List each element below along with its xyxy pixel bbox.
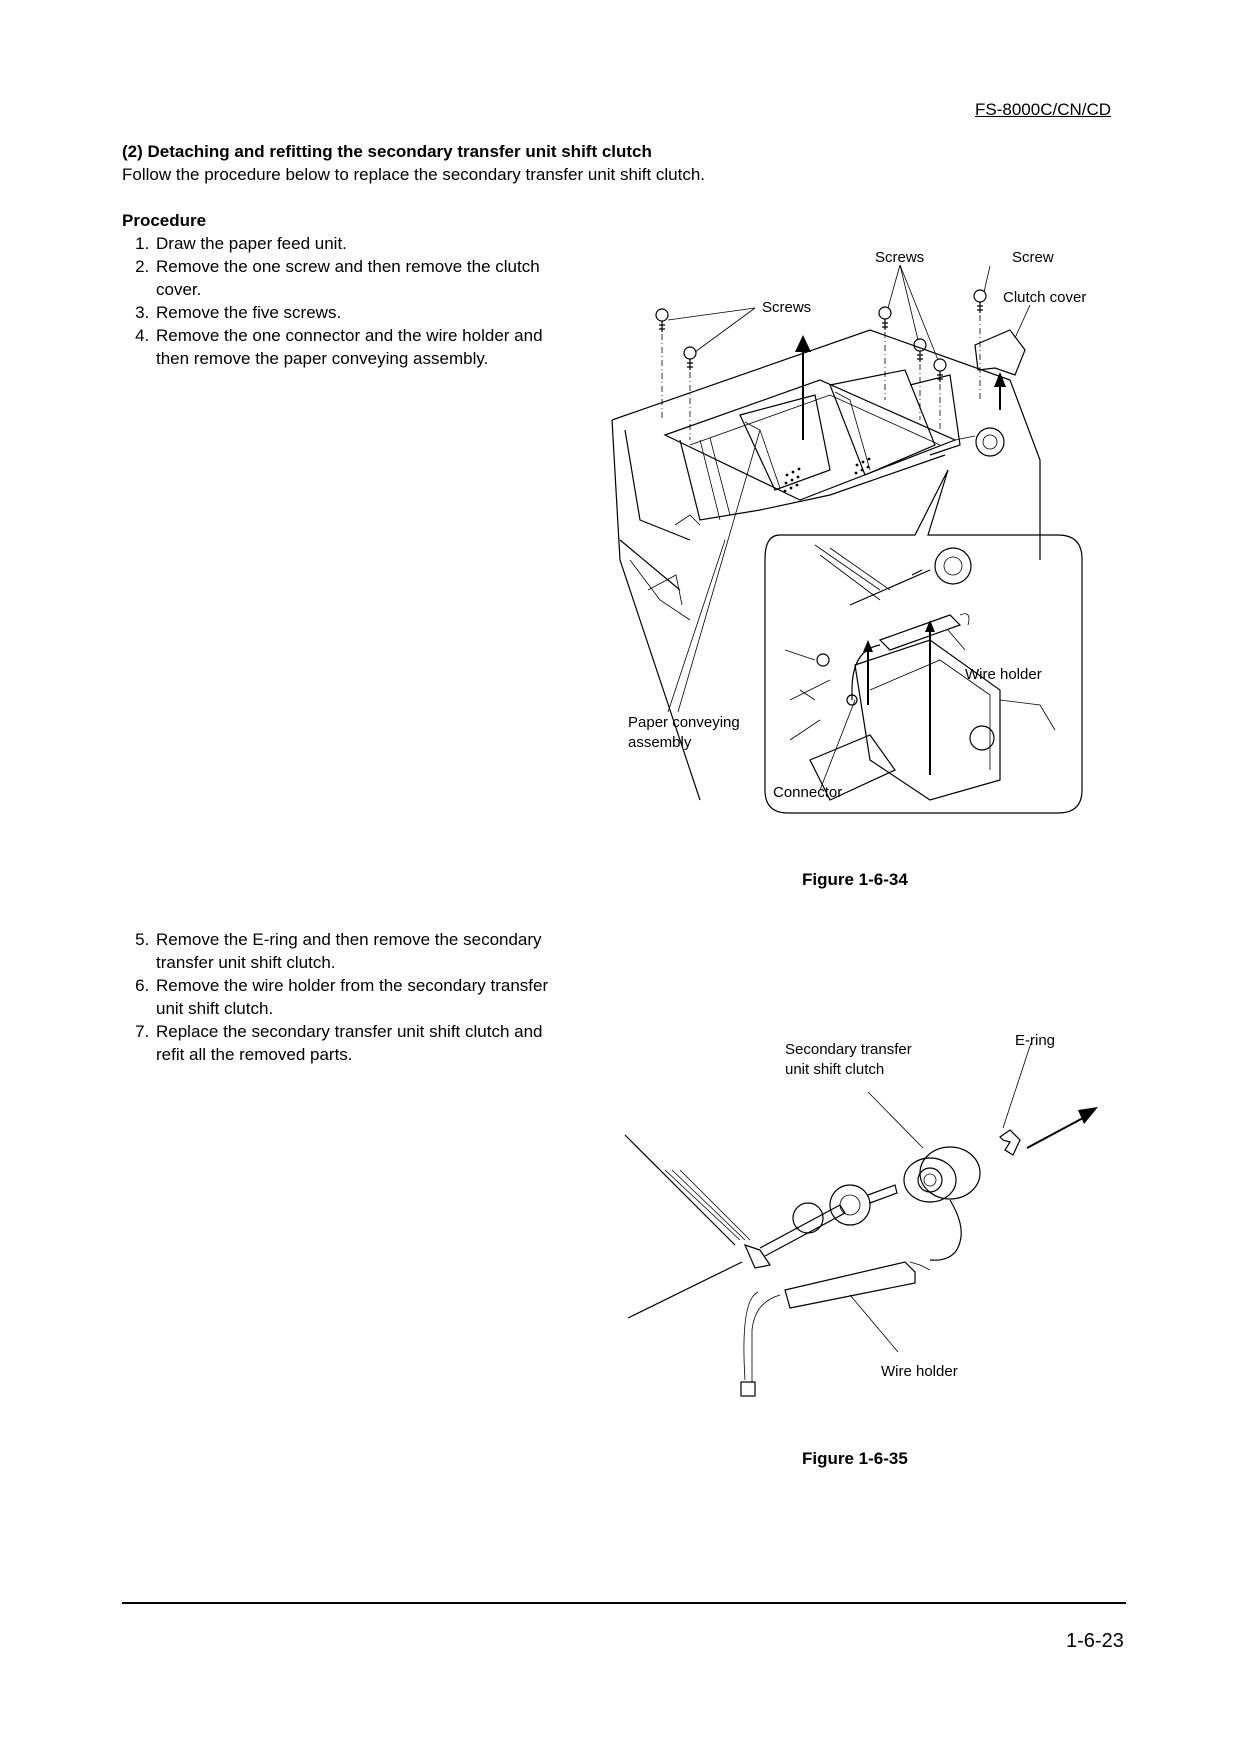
figure-caption: Figure 1-6-34 [802, 870, 908, 889]
clutch-cover-icon [974, 329, 1026, 376]
figure-1-6-35-illustration: Secondary transfer unit shift clutch E-r… [624, 1032, 1098, 1397]
label-screw: Screw [1012, 249, 1054, 266]
procedure-step: Remove the wire holder from the secondar… [154, 974, 574, 1020]
removal-arrows [795, 335, 1006, 440]
label-unit-shift-clutch: unit shift clutch [785, 1061, 884, 1078]
clutch-drawing [903, 1146, 981, 1203]
procedure-step: Remove the one screw and then remove the… [154, 255, 574, 301]
e-ring-icon [999, 1129, 1021, 1156]
page-number: 1-6-23 [1066, 1630, 1124, 1652]
screw-icon [973, 289, 987, 313]
label-wire-holder: Wire holder [881, 1363, 958, 1380]
screw-icon [933, 358, 947, 382]
section-intro: Follow the procedure below to replace th… [122, 165, 706, 184]
leader-lines [667, 264, 1031, 713]
procedure-steps-part-2: Remove the E-ring and then remove the se… [122, 928, 574, 1066]
screw-icon [683, 346, 697, 370]
removal-arrow [1026, 1107, 1098, 1149]
document-model-header: FS-8000C/CN/CD [975, 100, 1112, 119]
paper-feed-unit-drawing [611, 329, 1041, 801]
label-screws-left: Screws [762, 299, 811, 316]
screw-icon [913, 338, 927, 362]
label-secondary-transfer: Secondary transfer [785, 1041, 912, 1058]
figure-caption: Figure 1-6-35 [802, 1449, 908, 1468]
screw-icon [655, 308, 669, 332]
label-e-ring: E-ring [1015, 1032, 1055, 1049]
leader-lines [849, 1042, 1032, 1353]
label-paper-conveying: Paper conveying [628, 714, 740, 731]
wire-holder-drawing [740, 1199, 962, 1397]
procedure-step: Remove the one connector and the wire ho… [154, 324, 574, 370]
detail-drawing [784, 544, 1056, 801]
shaft-assembly-drawing [624, 1134, 898, 1319]
label-wire-holder: Wire holder [965, 666, 1042, 683]
section-title: (2) Detaching and refitting the secondar… [122, 142, 652, 161]
screw-icons [655, 289, 987, 382]
paper-conveying-assembly-drawing [663, 369, 1005, 526]
procedure-step: Remove the five screws. [154, 301, 574, 324]
figure-1-6-34-illustration: Screws Screws Screw Clutch cover Wire ho… [611, 249, 1086, 814]
label-clutch-cover: Clutch cover [1003, 289, 1086, 306]
screw-icon [878, 306, 892, 330]
procedure-step: Remove the E-ring and then remove the se… [154, 928, 574, 974]
alignment-lines [661, 315, 981, 440]
procedure-title: Procedure [122, 211, 207, 230]
label-screws-top: Screws [875, 249, 924, 266]
label-paper-conveying-assembly: assembly [628, 734, 692, 751]
procedure-step: Draw the paper feed unit. [154, 232, 574, 255]
procedure-steps-part-1: Draw the paper feed unit. Remove the one… [122, 232, 574, 370]
procedure-step: Replace the secondary transfer unit shif… [154, 1020, 574, 1066]
label-connector: Connector [773, 784, 842, 801]
footer-divider [122, 1602, 1126, 1604]
detail-callout [764, 469, 1083, 814]
